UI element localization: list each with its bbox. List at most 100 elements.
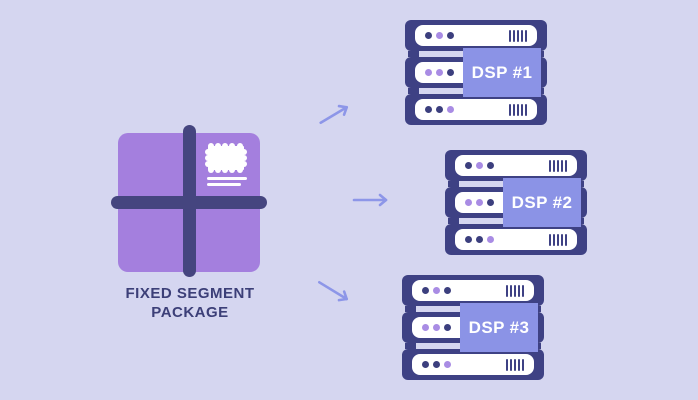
server-row	[405, 20, 547, 57]
status-dot-icon	[476, 236, 483, 243]
status-dot-icon	[425, 106, 432, 113]
vent-grill-icon	[506, 358, 524, 371]
status-dot-icon	[436, 69, 443, 76]
status-dot-icon	[436, 32, 443, 39]
status-dots	[465, 236, 494, 243]
vent-bar	[518, 284, 520, 297]
status-dot-icon	[465, 236, 472, 243]
vent-bar	[561, 159, 563, 172]
status-dots	[422, 361, 451, 368]
status-dot-icon	[447, 106, 454, 113]
dsp-badge-label: DSP #3	[468, 317, 530, 337]
server-row	[402, 275, 544, 312]
dsp-badge-label: DSP #1	[471, 62, 533, 82]
status-dot-icon	[444, 361, 451, 368]
status-dot-icon	[433, 287, 440, 294]
status-dots	[425, 69, 454, 76]
vent-bar	[506, 284, 508, 297]
arrow-to-dsp1-icon	[319, 104, 349, 125]
server-front-panel	[455, 229, 577, 250]
server-front-panel	[415, 99, 537, 120]
status-dot-icon	[422, 287, 429, 294]
dsp-badge-1: DSP #1	[463, 48, 541, 97]
server-front-panel	[455, 155, 577, 176]
status-dot-icon	[447, 32, 454, 39]
server-front-panel	[415, 25, 537, 46]
status-dot-icon	[465, 199, 472, 206]
vent-bar	[521, 103, 523, 116]
vent-bar	[510, 284, 512, 297]
dsp-badge-2: DSP #2	[503, 178, 581, 227]
vent-bar	[509, 29, 511, 42]
server-front-panel	[412, 280, 534, 301]
vent-bar	[514, 358, 516, 371]
dsp-stack-1: DSP #1	[405, 20, 547, 125]
vent-bar	[517, 29, 519, 42]
distribution-arrows	[318, 104, 388, 302]
dsp-stack-2: DSP #2	[445, 150, 587, 255]
status-dots	[422, 287, 451, 294]
vent-bar	[553, 233, 555, 246]
vent-bar	[525, 29, 527, 42]
vent-bar	[565, 233, 567, 246]
status-dot-icon	[425, 32, 432, 39]
dsp-stack-3: DSP #3	[402, 275, 544, 380]
stamp-address-line	[207, 183, 241, 186]
status-dots	[465, 162, 494, 169]
status-dot-icon	[476, 199, 483, 206]
server-front-panel	[412, 354, 534, 375]
server-row	[405, 94, 547, 125]
status-dot-icon	[433, 324, 440, 331]
vent-bar	[510, 358, 512, 371]
dsp-badge-3: DSP #3	[460, 303, 538, 352]
vent-grill-icon	[549, 233, 567, 246]
vent-bar	[521, 29, 523, 42]
vent-bar	[506, 358, 508, 371]
status-dot-icon	[444, 324, 451, 331]
status-dot-icon	[436, 106, 443, 113]
vent-bar	[565, 159, 567, 172]
status-dot-icon	[425, 69, 432, 76]
vent-grill-icon	[506, 284, 524, 297]
server-row	[445, 224, 587, 255]
vent-bar	[522, 358, 524, 371]
status-dots	[465, 199, 494, 206]
status-dots	[422, 324, 451, 331]
postage-stamp-icon	[205, 143, 247, 173]
vent-bar	[513, 103, 515, 116]
dsp-badge-label: DSP #2	[511, 192, 573, 212]
vent-bar	[549, 233, 551, 246]
vent-bar	[549, 159, 551, 172]
status-dot-icon	[444, 287, 451, 294]
vent-grill-icon	[549, 159, 567, 172]
vent-bar	[525, 103, 527, 116]
status-dot-icon	[487, 162, 494, 169]
package-label-line2: PACKAGE	[151, 304, 229, 321]
server-row	[402, 349, 544, 380]
server-row	[445, 150, 587, 187]
vent-grill-icon	[509, 103, 527, 116]
status-dots	[425, 32, 454, 39]
stamp-address-line	[207, 177, 247, 180]
vent-bar	[514, 284, 516, 297]
status-dot-icon	[422, 324, 429, 331]
status-dot-icon	[487, 236, 494, 243]
vent-bar	[517, 103, 519, 116]
package-label-line1: FIXED SEGMENT	[125, 285, 255, 302]
package-label: FIXED SEGMENT PACKAGE	[98, 284, 282, 322]
status-dot-icon	[433, 361, 440, 368]
vent-bar	[557, 233, 559, 246]
status-dot-icon	[476, 162, 483, 169]
vent-bar	[513, 29, 515, 42]
vent-grill-icon	[509, 29, 527, 42]
status-dots	[425, 106, 454, 113]
arrow-to-dsp3-icon	[318, 281, 349, 302]
status-dot-icon	[422, 361, 429, 368]
vent-bar	[553, 159, 555, 172]
vent-bar	[557, 159, 559, 172]
status-dot-icon	[465, 162, 472, 169]
status-dot-icon	[447, 69, 454, 76]
vent-bar	[522, 284, 524, 297]
vent-bar	[509, 103, 511, 116]
